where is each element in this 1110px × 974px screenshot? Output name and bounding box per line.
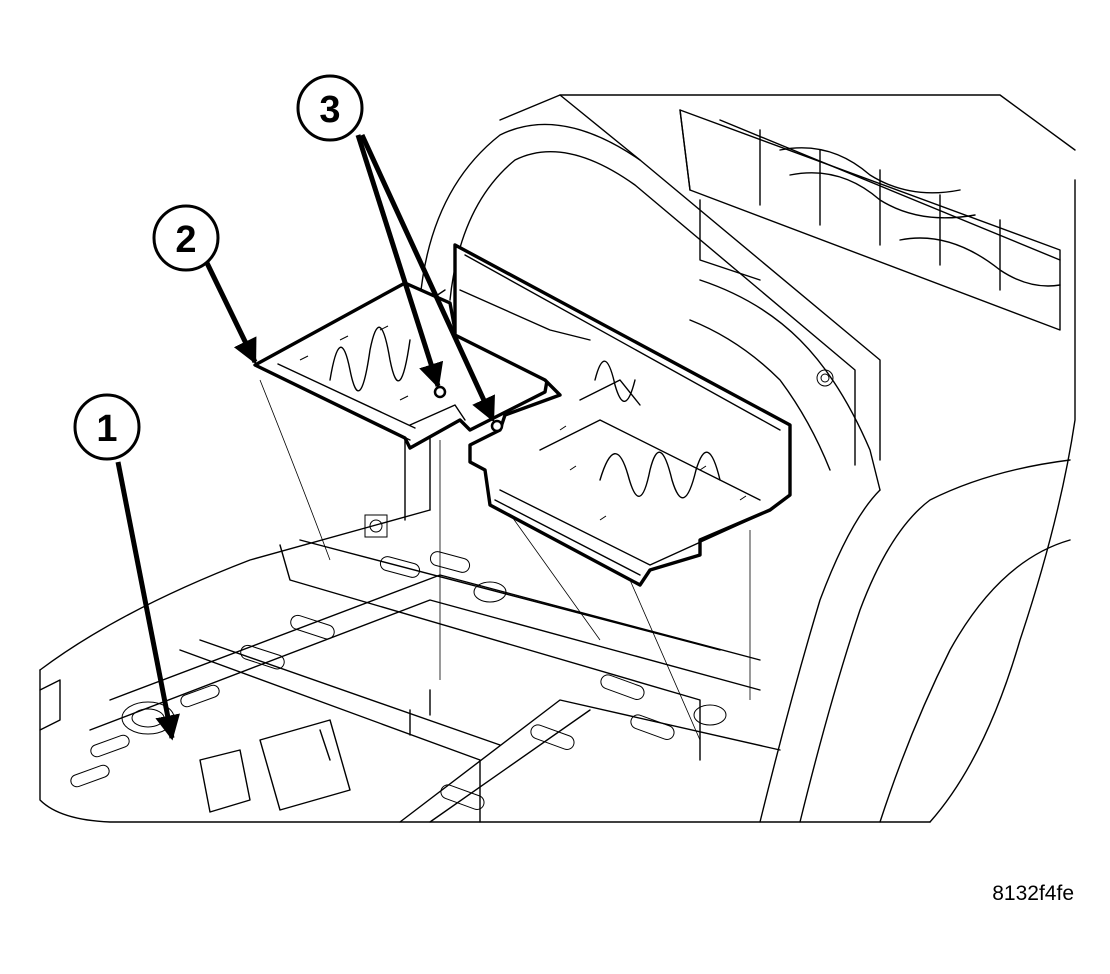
callout-3-label: 3 — [319, 89, 340, 131]
leader-line-3b — [359, 133, 496, 423]
callout-3: 3 — [296, 74, 364, 142]
figure-id-label: 8132f4fe — [992, 882, 1074, 905]
callout-2: 2 — [152, 204, 220, 272]
fastener-left — [433, 385, 447, 399]
leader-lines — [115, 133, 496, 741]
rear-seat-frame — [679, 109, 1061, 331]
fastener-right — [490, 419, 504, 433]
heat-shield-right — [453, 243, 792, 587]
callout-2-label: 2 — [175, 219, 196, 261]
leader-line-2 — [204, 261, 258, 365]
leader-line-3a — [355, 134, 444, 389]
leader-line-1 — [115, 461, 180, 741]
callout-1: 1 — [73, 393, 141, 461]
floor-pan — [39, 539, 781, 823]
vehicle-body-structure — [39, 94, 1076, 823]
callout-1-label: 1 — [96, 408, 117, 450]
